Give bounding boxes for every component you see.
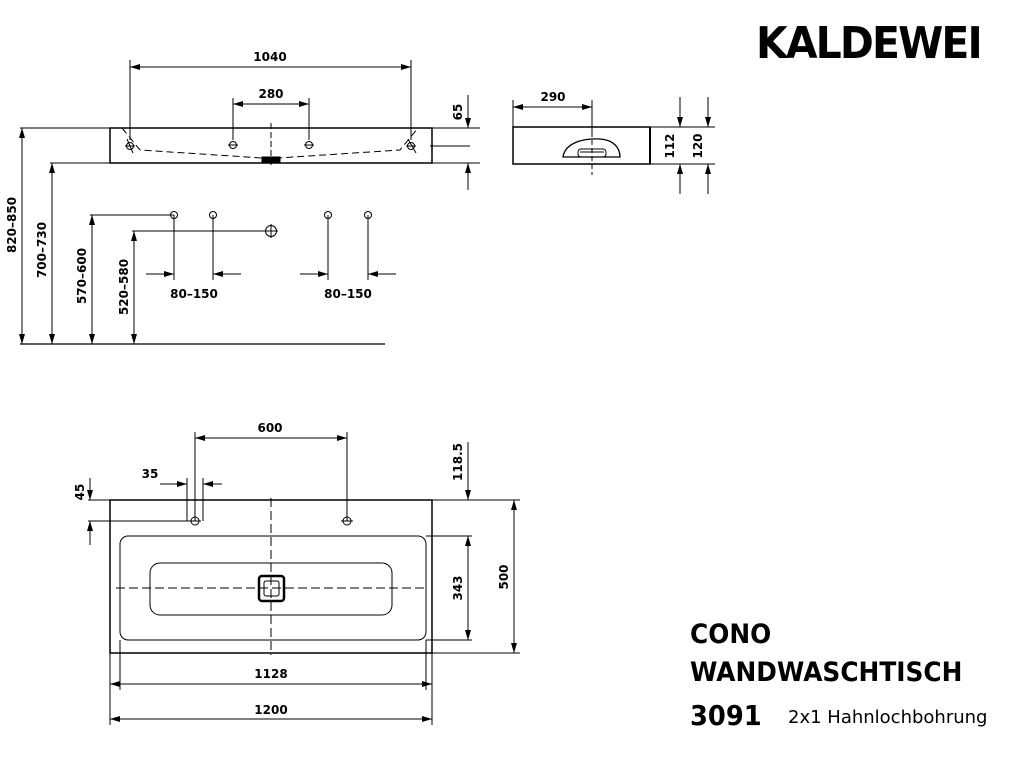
label-side-depth-offset: 290 bbox=[540, 90, 565, 104]
label-side-inner-height: 112 bbox=[663, 133, 677, 158]
label-plan-tap-offset: 35 bbox=[142, 467, 159, 481]
label-tap-spread-right: 80–150 bbox=[324, 287, 372, 301]
label-top-overall-width: 1040 bbox=[253, 50, 286, 64]
label-side-outer-height: 120 bbox=[691, 133, 705, 158]
label-plan-tap-depth: 118.5 bbox=[451, 443, 465, 481]
label-top-rim-height: 65 bbox=[451, 104, 465, 121]
side-drain-body bbox=[562, 138, 621, 158]
label-top-tap-spacing: 280 bbox=[258, 87, 283, 101]
product-number: 3091 bbox=[690, 699, 762, 732]
label-mount-height-drain: 520–580 bbox=[117, 259, 131, 315]
brand-logo: KALDEWEI bbox=[756, 18, 983, 69]
label-plan-tap-edge: 45 bbox=[73, 484, 87, 501]
label-plan-bowl-depth: 343 bbox=[451, 575, 465, 600]
label-tap-spread-left: 80–150 bbox=[170, 287, 218, 301]
plan-drain bbox=[257, 574, 286, 603]
side-elevation bbox=[512, 97, 715, 194]
label-mount-height-rim: 820–850 bbox=[5, 197, 19, 253]
product-type: WANDWASCHTISCH bbox=[690, 657, 963, 688]
label-plan-tap-spacing: 600 bbox=[257, 421, 282, 435]
product-description: 2x1 Hahnlochbohrung bbox=[788, 707, 988, 728]
dimension-labels: 1040 280 65 290 112 120 820–850 700–730 … bbox=[5, 50, 705, 717]
label-plan-total-depth: 500 bbox=[497, 564, 511, 589]
side-basin-outline bbox=[512, 126, 651, 165]
plan-view bbox=[87, 432, 520, 725]
product-line: CONO bbox=[690, 619, 772, 650]
label-mount-height-bottom: 700–730 bbox=[35, 222, 49, 278]
front-bowl-profile bbox=[121, 127, 419, 162]
label-plan-inner-width: 1128 bbox=[254, 667, 287, 681]
label-mount-height-hot-cold: 570–600 bbox=[75, 248, 89, 304]
front-elevation bbox=[19, 60, 480, 345]
label-plan-total-width: 1200 bbox=[254, 703, 287, 717]
